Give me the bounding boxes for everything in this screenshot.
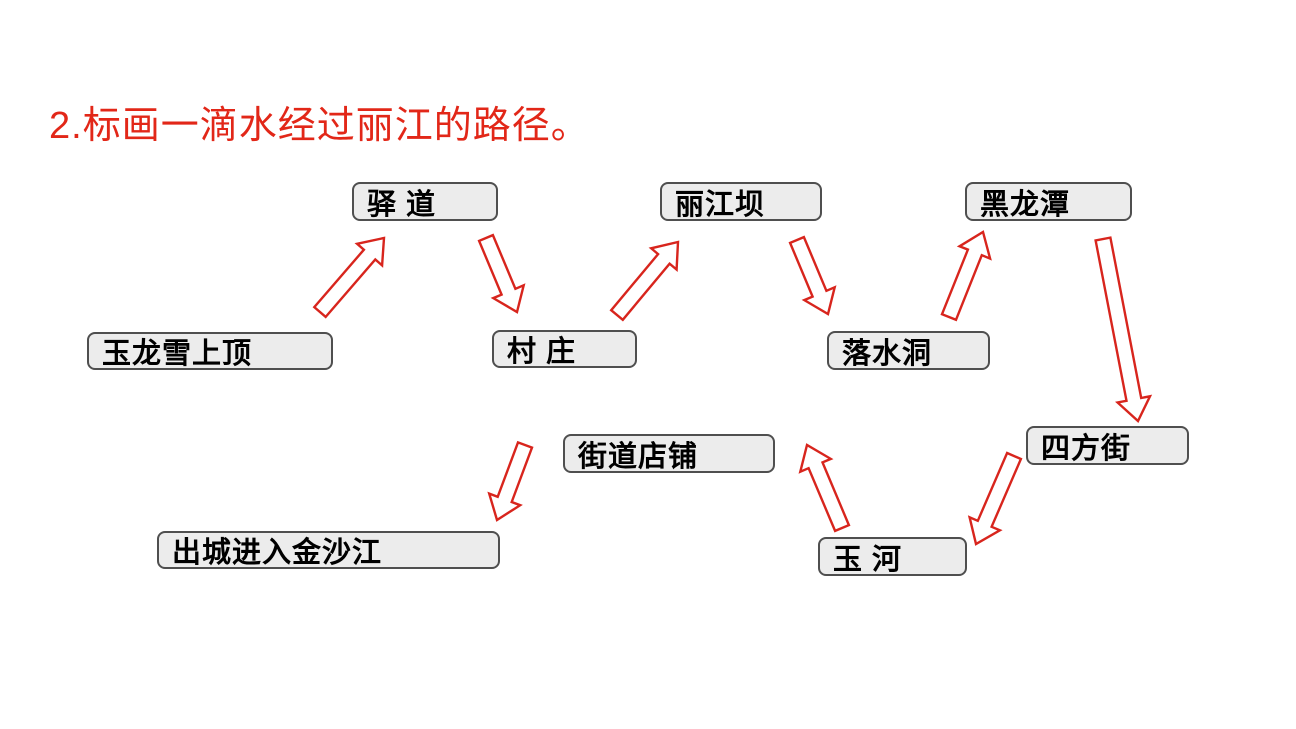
flow-arrow-heilongtan-to-sifangjie (1094, 236, 1153, 423)
node-yidao: 驿 道 (352, 182, 498, 221)
node-label: 出城进入金沙江 (172, 537, 383, 569)
node-luoshuidong: 落水洞 (827, 331, 990, 370)
flow-arrow-sifangjie-to-yuhe (967, 451, 1023, 546)
node-label: 黑龙潭 (980, 188, 1071, 221)
node-chuchengjinshajiang: 出城进入金沙江 (157, 531, 500, 569)
node-sifangjie: 四方街 (1026, 426, 1189, 465)
node-label: 村 庄 (507, 336, 577, 368)
slide-title: 2.标画一滴水经过丽江的路径。 (49, 105, 590, 147)
flow-arrow-yuhe-to-jiedaodianpu (798, 443, 851, 533)
flow-arrow-cunzhuang-to-lijiangba (609, 240, 680, 322)
node-label: 街道店铺 (578, 440, 699, 473)
node-yuhe: 玉 河 (818, 537, 967, 576)
node-yulongxueshangding: 玉龙雪上顶 (87, 332, 333, 370)
node-heilongtan: 黑龙潭 (965, 182, 1132, 221)
flow-arrow-yulongxueshangding-to-yidao (312, 236, 386, 319)
node-lijiangba: 丽江坝 (660, 182, 822, 221)
node-label: 玉 河 (833, 543, 903, 576)
node-label: 丽江坝 (675, 188, 766, 221)
flow-arrow-yidao-to-cunzhuang (477, 233, 526, 314)
node-cunzhuang: 村 庄 (492, 330, 637, 368)
flow-arrow-jiedaodianpu-to-chuchengjinshajiang (487, 440, 534, 522)
node-label: 驿 道 (367, 188, 437, 221)
flow-arrow-lijiangba-to-luoshuidong (788, 235, 837, 316)
node-label: 四方街 (1041, 432, 1132, 465)
node-jiedaodianpu: 街道店铺 (563, 434, 775, 473)
node-label: 玉龙雪上顶 (102, 338, 253, 370)
node-label: 落水洞 (842, 337, 933, 370)
flow-arrow-luoshuidong-to-heilongtan (940, 230, 992, 322)
